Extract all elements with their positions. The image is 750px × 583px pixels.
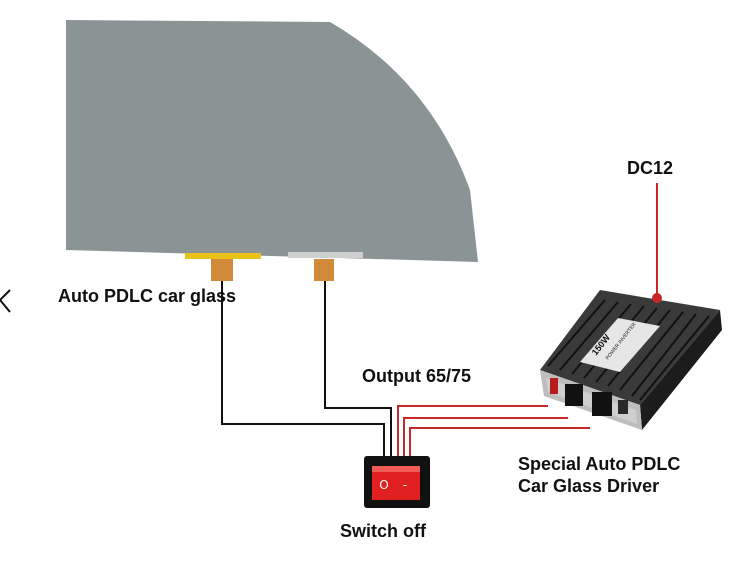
connector-strip-right [288,252,363,258]
pdlc-driver-inverter: 150W POWER INVERTER [540,290,722,430]
car-glass-label: Auto PDLC car glass [58,286,237,306]
connector-strip-left [185,253,261,259]
terminal-tab-right [314,259,334,281]
driver-label-line1: Special Auto PDLC [518,454,681,474]
wire-red-top [397,405,548,458]
wire-black-right [324,281,392,458]
switch-label: Switch off [340,521,426,541]
chevron-left-icon[interactable] [0,289,11,313]
driver-label-line2: Car Glass Driver [518,476,660,496]
rocker-switch: O - [364,456,430,508]
wire-red-low [409,427,590,458]
wire-red-mid [403,417,568,458]
wire-black-left [221,281,385,458]
car-glass-panel [66,20,478,262]
output-label: Output 65/75 [362,366,472,386]
dc12-label: DC12 [627,158,674,178]
switch-off-symbol: O [379,478,388,492]
terminal-tab-left [211,259,233,281]
switch-on-symbol: - [403,478,407,492]
